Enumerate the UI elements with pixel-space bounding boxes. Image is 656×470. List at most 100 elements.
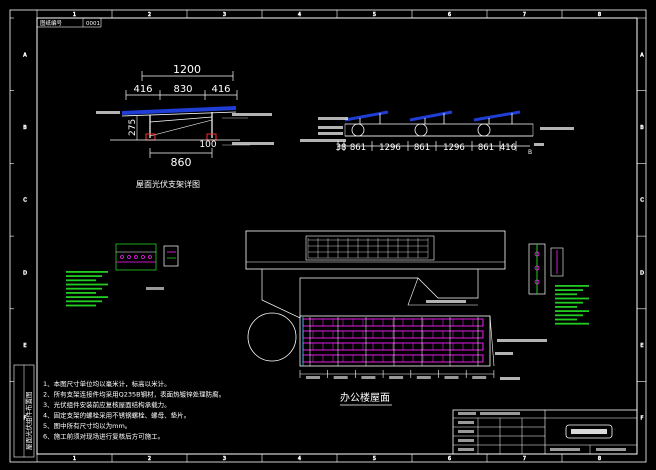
plan-dim-label <box>472 376 487 379</box>
green-note-line <box>66 275 102 277</box>
green-notes-left <box>66 271 108 307</box>
green-note-line <box>555 318 577 321</box>
tag-left-text: 图纸编号 <box>40 19 63 27</box>
green-note-line <box>66 304 96 307</box>
row-dim-label: 861 <box>350 143 366 153</box>
green-note-line <box>66 292 96 294</box>
green-note-line <box>555 306 577 308</box>
green-note-line <box>555 301 583 304</box>
dim-total: 1200 <box>173 63 201 76</box>
border-label-top: 1 <box>73 12 76 18</box>
note-line: 6、施工前须对现场进行复核后方可施工。 <box>43 432 164 441</box>
dim-b: 830 <box>173 84 192 95</box>
pv-module <box>344 110 389 122</box>
plan-dim-label <box>444 376 459 379</box>
support-base <box>351 123 365 137</box>
border-label-right: A <box>640 52 644 58</box>
row-dim-label: 1296 <box>443 143 465 153</box>
green-note-line <box>66 296 108 298</box>
plan-dim-label <box>361 376 376 379</box>
bolt-mark <box>127 255 131 259</box>
dim-c: 416 <box>211 84 230 95</box>
border-label-bottom: 1 <box>73 456 76 462</box>
tag-right-text: 0001 <box>86 21 100 27</box>
top-left-tag: 图纸编号 0001 <box>36 17 102 28</box>
green-note-line <box>555 322 589 325</box>
border-label-bottom: 6 <box>448 456 451 462</box>
border-label-bottom: 4 <box>298 456 301 462</box>
row-dim-label: 38 <box>336 143 347 153</box>
small-detail-left <box>115 243 179 290</box>
row-end-label: B <box>528 149 532 156</box>
row-dim-label: 861 <box>478 143 494 153</box>
bolt-mark <box>141 255 145 259</box>
border-label-right: C <box>640 198 644 204</box>
title-block <box>452 409 638 455</box>
border-label-right: E <box>640 343 643 349</box>
border-label-left: F <box>24 416 27 422</box>
green-note-line <box>555 293 577 296</box>
dim-bottom: 860 <box>171 156 192 169</box>
border-label-bottom: 5 <box>373 456 376 462</box>
pv-module <box>409 110 453 122</box>
border-label-bottom: 7 <box>523 456 526 462</box>
border-label-bottom: 2 <box>148 456 151 462</box>
small-detail-right <box>528 243 564 295</box>
border-label-top: 8 <box>598 12 601 18</box>
dim-right: 100 <box>199 140 216 150</box>
border-label-bottom: 8 <box>598 456 601 462</box>
plan-dim-label <box>389 376 404 379</box>
border-label-top: 3 <box>223 12 226 18</box>
border-label-left: C <box>23 198 27 204</box>
row-dim-label: 861 <box>414 143 430 153</box>
row-dim-label: 1296 <box>379 143 401 153</box>
border-label-left: B <box>23 125 27 131</box>
green-note-line <box>555 314 583 317</box>
green-note-line <box>66 287 102 290</box>
bolt-mark <box>148 255 152 259</box>
border-label-top: 6 <box>448 12 451 18</box>
note-line: 4、固定支架的螺栓采用不锈钢螺栓、螺母、垫片。 <box>43 411 190 420</box>
border-label-top: 4 <box>298 12 301 18</box>
plan-title: 办公楼屋面 <box>340 391 390 404</box>
detail-caption: 屋面光伏支架详图 <box>136 179 200 189</box>
plan-dim-label <box>306 376 320 379</box>
border-label-right: B <box>640 125 644 131</box>
note-line: 2、所有支架连接件均采用Q235B钢材，表面热镀锌处理防腐。 <box>43 390 225 399</box>
green-note-line <box>555 289 583 291</box>
bolt-mark <box>120 255 124 259</box>
pv-support-detail: 1200 416 830 416 275 100 860 <box>96 63 274 189</box>
green-notes-right <box>555 285 589 325</box>
border-label-top: 2 <box>148 12 151 18</box>
left-strip-text: 屋面光伏组件布置图 <box>24 392 33 451</box>
border-label-bottom: 3 <box>223 456 226 462</box>
building-plan: 办公楼屋面 <box>245 230 547 406</box>
border-label-top: 7 <box>523 12 526 18</box>
border-label-left: E <box>23 343 26 349</box>
border-label-left: A <box>23 52 27 58</box>
note-line: 1、本图尺寸单位均以毫米计，标高以米计。 <box>43 379 171 388</box>
plan-dim-label <box>333 376 348 379</box>
border-label-right: D <box>640 270 644 276</box>
notes-block: 1、本图尺寸单位均以毫米计，标高以米计。 2、所有支架连接件均采用Q235B钢材，… <box>43 379 225 441</box>
note-line: 3、光伏组件安装前应复核屋面结构承载力。 <box>43 400 171 409</box>
green-note-line <box>66 279 96 282</box>
dim-a: 416 <box>133 84 152 95</box>
green-note-line <box>66 271 108 273</box>
bolt-mark <box>134 255 138 259</box>
row-dim-label: 416 <box>500 143 516 153</box>
green-note-line <box>66 283 108 286</box>
support-base <box>477 123 491 137</box>
note-line: 5、图中所有尺寸均以为mm。 <box>43 421 131 430</box>
dim-left: 275 <box>128 119 138 136</box>
support-base <box>414 123 428 137</box>
plan-dim-label <box>416 376 431 379</box>
green-note-line <box>555 310 589 312</box>
border-label-right: F <box>641 416 644 422</box>
border-label-top: 5 <box>373 12 376 18</box>
left-title-strip: 屋面光伏组件布置图 <box>13 364 35 458</box>
green-note-line <box>66 300 102 303</box>
